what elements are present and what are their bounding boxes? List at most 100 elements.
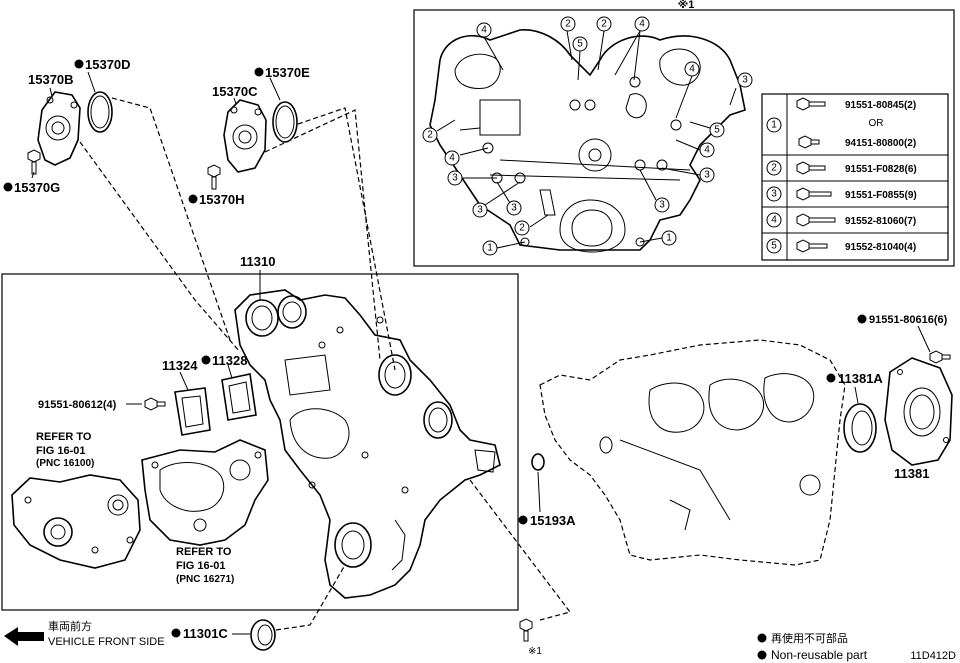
label-15370B: 15370B [28,72,74,87]
inset-engine-sketch [429,29,746,253]
svg-text:5: 5 [714,125,720,136]
svg-text:FIG 16-01: FIG 16-01 [176,560,226,572]
inset-callout: 1 [482,240,526,256]
svg-text:3: 3 [452,173,458,184]
label-15193A: 15193A [530,513,576,528]
bolt-table: 1 91551-80845(2) OR 94151-80800(2) 2 915… [761,93,949,261]
svg-text:94151-80800(2): 94151-80800(2) [845,138,916,149]
non-reusable-dot [201,355,211,365]
svg-text:VEHICLE FRONT SIDE: VEHICLE FRONT SIDE [48,636,165,648]
svg-text:(PNC 16100): (PNC 16100) [36,458,94,469]
non-reusable-dot [518,515,528,525]
inset-callout: 3 [447,170,497,186]
bolt-row-3: 3 91551-F0855(9) [766,186,917,202]
svg-text:3: 3 [742,75,748,86]
label-15370D: 15370D [85,57,131,72]
svg-text:4: 4 [639,19,645,30]
label-11324: 11324 [162,358,198,373]
svg-text:2: 2 [565,19,571,30]
bolt-marker: ※1 [528,646,542,657]
label-11310: 11310 [240,254,275,269]
non-reusable-dot [3,182,13,192]
label-15370C: 15370C [212,84,258,99]
bolt-icon [207,164,221,190]
svg-text:OR: OR [869,118,884,129]
bolt-icon [144,397,166,411]
inset-callout [459,127,481,131]
inset-callout: 3 [729,72,753,106]
svg-text:5: 5 [771,241,777,252]
inset-callout: 2 [596,16,612,71]
inset-callout: 4 [675,61,700,119]
gasket-11324 [174,371,211,436]
svg-text:4: 4 [481,25,487,36]
svg-text:2: 2 [427,130,433,141]
svg-text:91551-F0828(6): 91551-F0828(6) [845,164,917,175]
bolt-ref-1: ※1 [469,479,572,657]
plug-15193A [531,453,545,513]
inset-callout: 2 [422,119,456,143]
non-reusable-dot [254,67,264,77]
label-15370H: 15370H [199,192,245,207]
bolt-row-5: 5 91552-81040(4) [766,238,916,254]
non-reusable-dot [826,373,836,383]
inset-callout: 4 [614,16,650,81]
svg-text:REFER TO: REFER TO [176,546,232,558]
svg-text:REFER TO: REFER TO [36,431,92,443]
non-reusable-dot [74,59,84,69]
label-11381: 11381 [894,466,929,481]
cylinder-block [539,339,846,566]
non-reusable-dot [757,650,767,660]
bolt-location-inset: ※1 4 [413,0,955,267]
svg-text:1: 1 [487,243,493,254]
non-reusable-dot [171,628,181,638]
bolt-icon [796,97,826,111]
label-15370G: 15370G [14,180,60,195]
svg-text:3: 3 [771,189,777,200]
label-11381A: 11381A [838,371,883,386]
label-91551-80612: 91551-80612(4) [38,399,117,411]
arrow-left-icon [4,627,44,646]
bolt-row-1: 1 91551-80845(2) OR 94151-80800(2) [766,97,916,149]
label-91551-80616: 91551-80616(6) [869,314,948,326]
inset-callouts: 4 2 2 4 5 3 2 4 4 5 3 3 4 3 3 3 2 1 1 [422,16,753,256]
svg-text:Non-reusable part: Non-reusable part [771,648,868,662]
non-reusable-dot [757,633,767,643]
part-15370-right [207,77,298,190]
inset-callout: 4 [444,147,489,166]
inset-callout: 5 [572,36,588,81]
svg-text:4: 4 [704,145,710,156]
bolt-icon [27,149,41,175]
non-reusable-dot [188,194,198,204]
oil-seal-11381A [843,403,877,453]
svg-text:3: 3 [704,170,710,181]
svg-text:2: 2 [519,223,525,234]
bolt-row-4: 4 91552-81060(7) [766,212,916,228]
svg-text:91551-80845(2): 91551-80845(2) [845,100,916,111]
retainer-11381 [884,357,953,466]
inset-callout: 4 [476,22,504,71]
inset-marker: ※1 [678,0,695,11]
svg-text:再使用不可部品: 再使用不可部品 [771,631,848,645]
bolt-icon [798,135,820,149]
svg-text:91551-F0855(9): 91551-F0855(9) [845,190,917,201]
front-direction-indicator: 車両前方 VEHICLE FRONT SIDE [4,619,165,648]
svg-text:91552-81040(4): 91552-81040(4) [845,242,916,253]
oil-seal-11301C [250,564,346,651]
inset-callout: 3 [472,181,521,218]
inset-callout: 2 [514,214,549,236]
bolt-icon [796,213,836,227]
gasket-refer: REFER TO FIG 16-01 (PNC 16271) [141,439,269,585]
part-15370-left [27,71,113,179]
svg-text:5: 5 [577,39,583,50]
water-pump-refer: REFER TO FIG 16-01 (PNC 16100) [11,431,141,569]
bolt-icon [796,187,832,201]
svg-text:(PNC 16271): (PNC 16271) [176,574,234,585]
label-15370E: 15370E [265,65,310,80]
bolt-icon [796,161,826,175]
svg-text:3: 3 [659,200,665,211]
label-11328: 11328 [212,353,247,368]
bolt-icon [796,239,828,253]
svg-text:3: 3 [477,205,483,216]
